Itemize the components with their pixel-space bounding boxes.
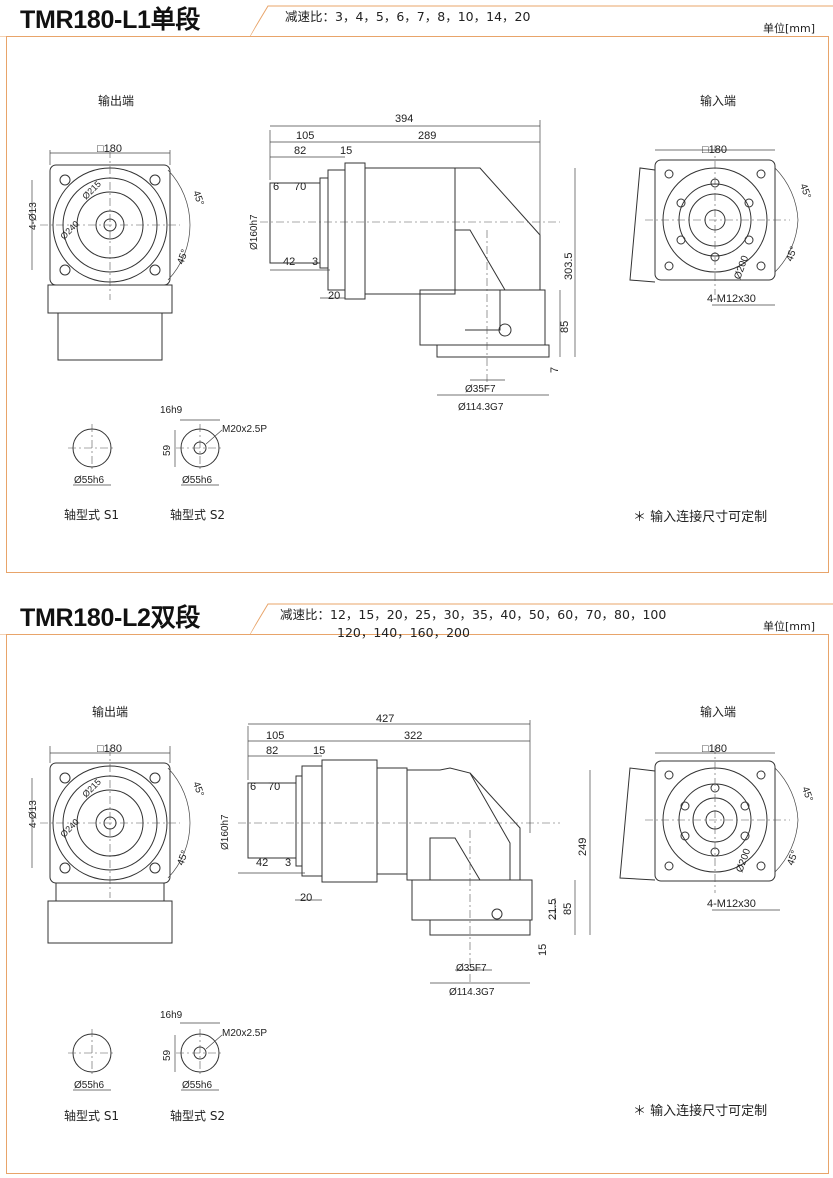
dim-total-length: 427 — [376, 713, 394, 725]
dim-289: 289 — [418, 130, 436, 142]
dim-6: 6 — [273, 181, 279, 193]
dim-85: 85 — [562, 903, 574, 915]
output-end-view — [31, 746, 191, 944]
dim-7: 7 — [549, 367, 561, 373]
input-end-view — [629, 145, 799, 306]
dim-82: 82 — [294, 145, 306, 157]
dim-d160: Ø160h7 — [249, 214, 260, 250]
input-end-label: 输入端 — [700, 705, 737, 719]
dim-82: 82 — [266, 745, 278, 757]
shaft-s1 — [68, 1029, 116, 1091]
dim-thread: M20x2.5P — [222, 1028, 267, 1039]
reduction-ratio-line2: 120，140，160，200 — [337, 625, 470, 640]
dim-angle-a: 45° — [190, 780, 206, 798]
dim-s2-diameter: Ø55h6 — [182, 475, 212, 486]
drawing-panel-l1: TMR180-L1单段 减速比：3，4，5，6，7，8，10，14，20 单位[… — [0, 0, 833, 575]
dim-105: 105 — [296, 130, 314, 142]
dim-289: 322 — [404, 730, 422, 742]
dim-holes: 4-Ø13 — [28, 202, 39, 230]
panel-frame — [6, 634, 829, 1174]
dim-input-angle-b: 45° — [784, 245, 800, 263]
dim-20: 20 — [300, 892, 312, 904]
dim-input-holes: 4-M12x30 — [707, 898, 756, 910]
dim-square: □180 — [97, 743, 122, 755]
dim-s1-diameter: Ø55h6 — [74, 475, 104, 486]
dim-6: 6 — [250, 781, 256, 793]
dim-d200: Ø200 — [734, 847, 753, 874]
dim-input-square: □180 — [702, 144, 727, 156]
dim-angle-a: 45° — [190, 189, 206, 207]
dim-input-angle-a: 45° — [799, 785, 815, 803]
input-end-view — [619, 746, 799, 911]
dim-70: 70 — [268, 781, 280, 793]
output-end-view — [31, 150, 191, 361]
dim-d200: Ø200 — [732, 254, 751, 281]
side-view — [238, 720, 591, 984]
shaft-type-s1-label: 轴型式 S1 — [64, 508, 120, 522]
panel-title: TMR180-L2双段 — [20, 604, 201, 632]
shaft-s2 — [174, 1022, 224, 1091]
drawing-panel-l2: TMR180-L2双段 减速比：12，15，20，25，30，35，40，50，… — [0, 598, 833, 1178]
panel-title: TMR180-L1单段 — [20, 6, 201, 34]
dim-s2-diameter: Ø55h6 — [182, 1080, 212, 1091]
dim-15: 15 — [313, 745, 325, 757]
dim-input-angle-a: 45° — [797, 182, 813, 200]
dim-105: 105 — [266, 730, 284, 742]
input-end-label: 输入端 — [700, 94, 737, 108]
dim-angle-b: 45° — [175, 849, 191, 867]
dim-42: 42 — [256, 857, 268, 869]
shaft-s1 — [68, 424, 116, 486]
dim-holes: 4-Ø13 — [28, 800, 39, 828]
output-end-label: 输出端 — [92, 705, 129, 719]
side-view — [260, 120, 576, 396]
dim-input-square: □180 — [702, 743, 727, 755]
dim-3: 3 — [312, 256, 318, 268]
dim-total-length: 394 — [395, 113, 413, 125]
dim-height: 249 — [577, 838, 589, 856]
output-end-label: 输出端 — [98, 94, 135, 108]
dim-s1-diameter: Ø55h6 — [74, 1080, 104, 1091]
dim-59: 59 — [162, 444, 173, 456]
dim-15-bottom: 15 — [537, 944, 549, 956]
title-tab — [0, 0, 833, 37]
panel-frame — [6, 36, 829, 573]
dim-d114: Ø114.3G7 — [449, 987, 495, 998]
dim-height: 303.5 — [563, 252, 575, 280]
dim-square: □180 — [97, 143, 122, 155]
title-tab — [0, 598, 833, 635]
reduction-ratio: 减速比：3，4，5，6，7，8，10，14，20 — [285, 9, 531, 24]
dim-d114: Ø114.3G7 — [458, 402, 504, 413]
dim-15: 15 — [340, 145, 352, 157]
reduction-ratio: 减速比：12，15，20，25，30，35，40，50，60，70，80，100 — [280, 607, 667, 622]
dim-70: 70 — [294, 181, 306, 193]
technical-drawing: □180 4-Ø13 Ø215 Ø240 45° 45° — [28, 713, 815, 1091]
shaft-s2 — [174, 419, 224, 486]
technical-drawing: □180 4-Ø13 Ø215 Ø240 45° 45° — [28, 113, 813, 486]
dim-3: 3 — [285, 857, 291, 869]
dim-angle-b: 45° — [175, 248, 191, 266]
unit-label: 单位[mm] — [762, 620, 815, 633]
shaft-type-s1-label: 轴型式 S1 — [64, 1109, 120, 1123]
dim-thread: M20x2.5P — [222, 424, 267, 435]
dim-42: 42 — [283, 256, 295, 268]
dim-d35: Ø35F7 — [456, 963, 487, 974]
dim-input-holes: 4-M12x30 — [707, 293, 756, 305]
shaft-type-s2-label: 轴型式 S2 — [170, 508, 226, 522]
dim-input-angle-b: 45° — [785, 849, 801, 867]
dim-85: 85 — [559, 321, 571, 333]
dim-59: 59 — [162, 1049, 173, 1061]
dim-20: 20 — [328, 290, 340, 302]
dim-d35: Ø35F7 — [465, 384, 496, 395]
custom-note: ＊ 输入连接尺寸可定制 — [633, 1104, 768, 1119]
dim-d160: Ø160h7 — [220, 814, 231, 850]
dim-key-width: 16h9 — [160, 1010, 183, 1021]
dim-21-5: 21.5 — [547, 899, 559, 920]
dim-key-width: 16h9 — [160, 405, 183, 416]
unit-label: 单位[mm] — [762, 22, 815, 35]
custom-note: ＊ 输入连接尺寸可定制 — [633, 510, 768, 525]
shaft-type-s2-label: 轴型式 S2 — [170, 1109, 226, 1123]
